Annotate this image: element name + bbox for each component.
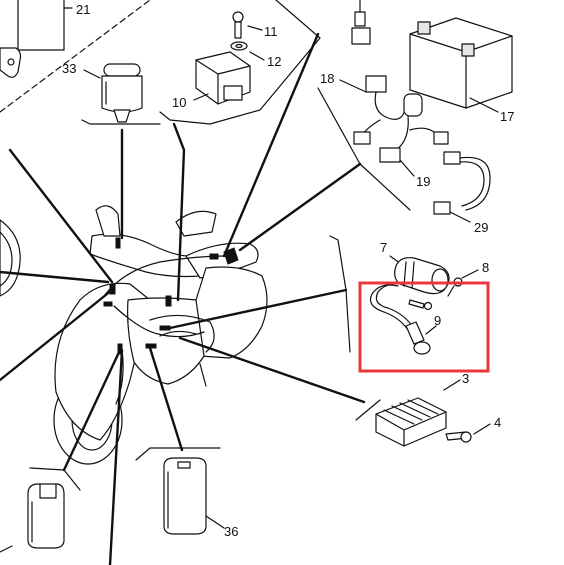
- label-17: 17: [500, 109, 514, 124]
- label-11: 11: [264, 24, 278, 39]
- label-29: 29: [474, 220, 488, 235]
- label-7: 7: [380, 240, 387, 255]
- dashed-divider: [0, 0, 151, 113]
- label-10: 10: [172, 95, 186, 110]
- highlight-box: [358, 281, 490, 373]
- label-36: 36: [224, 524, 238, 539]
- part-10-11-12-relay: 11 12 10: [172, 11, 281, 110]
- label-9: 9: [434, 313, 441, 328]
- ignition-coil-group: 7 8 9: [369, 240, 489, 355]
- scooter-body: [53, 205, 268, 465]
- label-4: 4: [494, 415, 501, 430]
- top-connector: [351, 0, 371, 45]
- part-3-4-rectifier: 3 4: [375, 371, 501, 447]
- label-3: 3: [462, 371, 469, 386]
- part-21-box: 21: [0, 0, 90, 78]
- part-36-module: 36: [163, 457, 238, 539]
- label-18: 18: [320, 71, 334, 86]
- part-18-19-29-subharness: 18 19 29: [320, 71, 491, 235]
- leader-lines: [0, 32, 366, 565]
- part-33-reservoir: 33: [62, 61, 143, 123]
- left-edge-parts: [0, 219, 21, 297]
- label-12: 12: [267, 54, 281, 69]
- callout-frames: [29, 0, 411, 491]
- label-19: 19: [416, 174, 430, 189]
- bottom-left-module: [0, 483, 65, 553]
- label-8: 8: [482, 260, 489, 275]
- label-33: 33: [62, 61, 76, 76]
- label-21: 21: [76, 2, 90, 17]
- part-17-battery: 17: [409, 17, 514, 124]
